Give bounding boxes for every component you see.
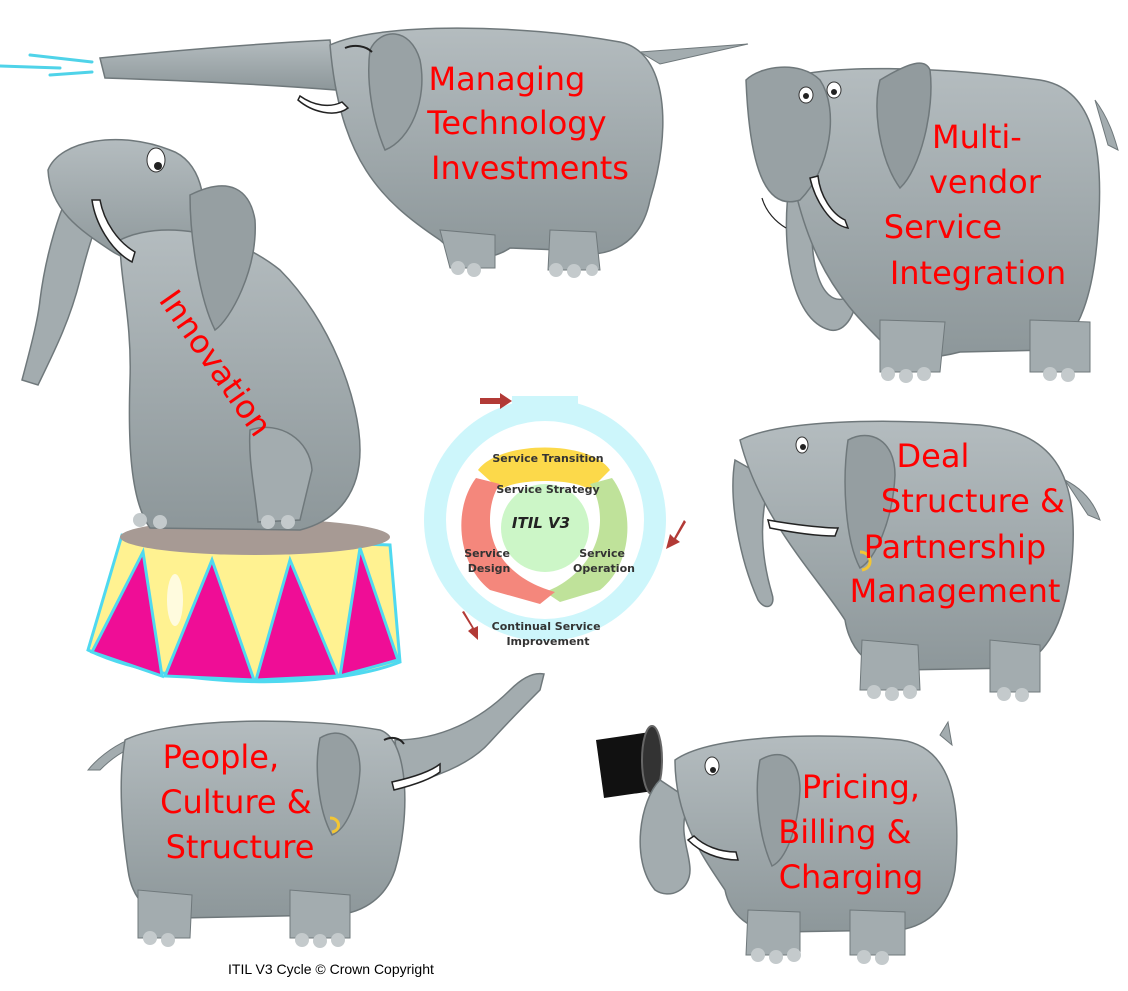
- segment-service-operation: [545, 478, 628, 602]
- label-service-strategy: Service Strategy: [496, 483, 599, 496]
- elephant-trunk-raised-icon: People, Culture & Structure: [86, 672, 545, 948]
- label-service-design: Service Design: [464, 547, 514, 575]
- cycle-arrow-icon: [462, 611, 478, 640]
- cycle-arrow-icon: [666, 520, 686, 549]
- elephant-with-earring-icon: Deal Structure & Partnership Management: [732, 420, 1101, 702]
- label-people-culture: People, Culture & Structure: [160, 738, 322, 866]
- label-managing-technology: Managing Technology Investments: [426, 60, 629, 187]
- cycle-arrow-icon: [480, 393, 512, 409]
- copyright-credit: ITIL V3 Cycle © Crown Copyright: [228, 961, 434, 977]
- label-multi-vendor: Multi- vendor Service Integration: [884, 118, 1066, 292]
- label-deal-structure: Deal Structure & Partnership Management: [850, 437, 1075, 610]
- segment-service-strategy: [501, 484, 589, 572]
- elephant-top-hat-icon: Pricing, Billing & Charging: [596, 720, 958, 965]
- segment-service-design: [461, 478, 555, 604]
- circus-pedestal-icon: [86, 519, 402, 684]
- top-hat-icon: [596, 725, 663, 798]
- label-pricing-billing: Pricing, Billing & Charging: [778, 768, 930, 896]
- cycle-center-title: ITIL V3: [512, 514, 570, 532]
- elephant-looking-up-icon: Multi- vendor Service Integration: [745, 62, 1119, 383]
- itil-cycle-diagram: Service Transition Service Strategy ITIL…: [424, 393, 686, 648]
- label-service-transition: Service Transition: [492, 452, 603, 465]
- elephant-on-pedestal-icon: Innovation: [21, 138, 402, 684]
- segment-service-transition: [478, 447, 610, 490]
- label-service-operation: Service Operation: [573, 547, 635, 575]
- label-continual-service-improvement: Continual Service Improvement: [492, 620, 605, 648]
- elephant-spraying-icon: Managing Technology Investments: [0, 27, 749, 278]
